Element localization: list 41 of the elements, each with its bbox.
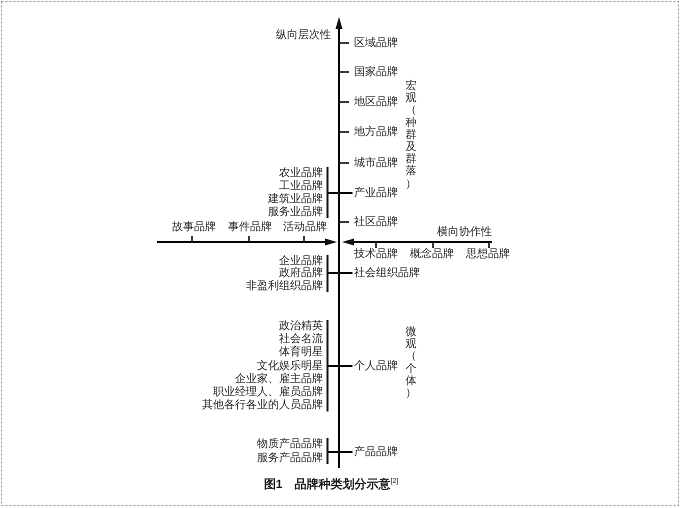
item-label: 企业品牌 [279,254,323,268]
category-label: 产品品牌 [354,446,398,458]
item-label: 社会名流 [279,333,323,346]
item-label: 体育明星 [279,346,323,359]
tick-label: 社区品牌 [354,216,398,228]
tick-label: 故事品牌 [172,220,216,234]
bracket-connector [326,166,354,219]
tick-label: 概念品牌 [410,248,454,260]
item-label: 建筑业品牌 [268,192,323,206]
item-label: 非盈利组织品牌 [246,280,323,292]
item-label: 政治精英 [279,320,323,332]
category-label: 产业品牌 [354,186,398,200]
item-label: 农业品牌 [279,166,323,180]
tick-label: 活动品牌 [283,220,327,234]
item-label: 职业经理人、雇员品牌 [213,386,323,399]
figure-caption: 图1 品牌种类划分示意$^{[2]}$ [264,476,398,492]
category-label: 社会组织品牌 [354,266,420,280]
category-label: 个人品牌 [354,360,398,372]
item-label: 政府品牌 [279,266,323,280]
tick-label: 国家品牌 [354,66,398,78]
item-label: 服务业品牌 [268,206,323,218]
tick-label: 城市品牌 [354,156,398,170]
bracket-connector [326,319,354,412]
item-label: 文化娱乐明星 [257,360,323,372]
tick-label: 技术品牌 [354,248,398,260]
item-label: 其他各行各业的人员品牌 [202,399,323,412]
item-label: 服务产品品牌 [257,452,323,464]
tick-label: 思想品牌 [466,248,510,260]
axis-title: 横向协作性 [437,226,492,238]
bracket-connector [326,437,354,465]
axis-title: 纵向层次性 [276,28,331,42]
bracket-connector [326,254,354,293]
level-label: 微观（个体） [406,326,416,400]
item-label: 物质产品品牌 [257,438,323,450]
tick-label: 地区品牌 [354,96,398,108]
item-label: 企业家、雇主品牌 [235,373,323,386]
item-label: 工业品牌 [279,180,323,192]
level-label: 宏观（种群及群落） [406,80,416,190]
tick-label: 地方品牌 [354,126,398,138]
tick-label: 事件品牌 [228,220,272,234]
tick-label: 区域品牌 [354,36,398,50]
